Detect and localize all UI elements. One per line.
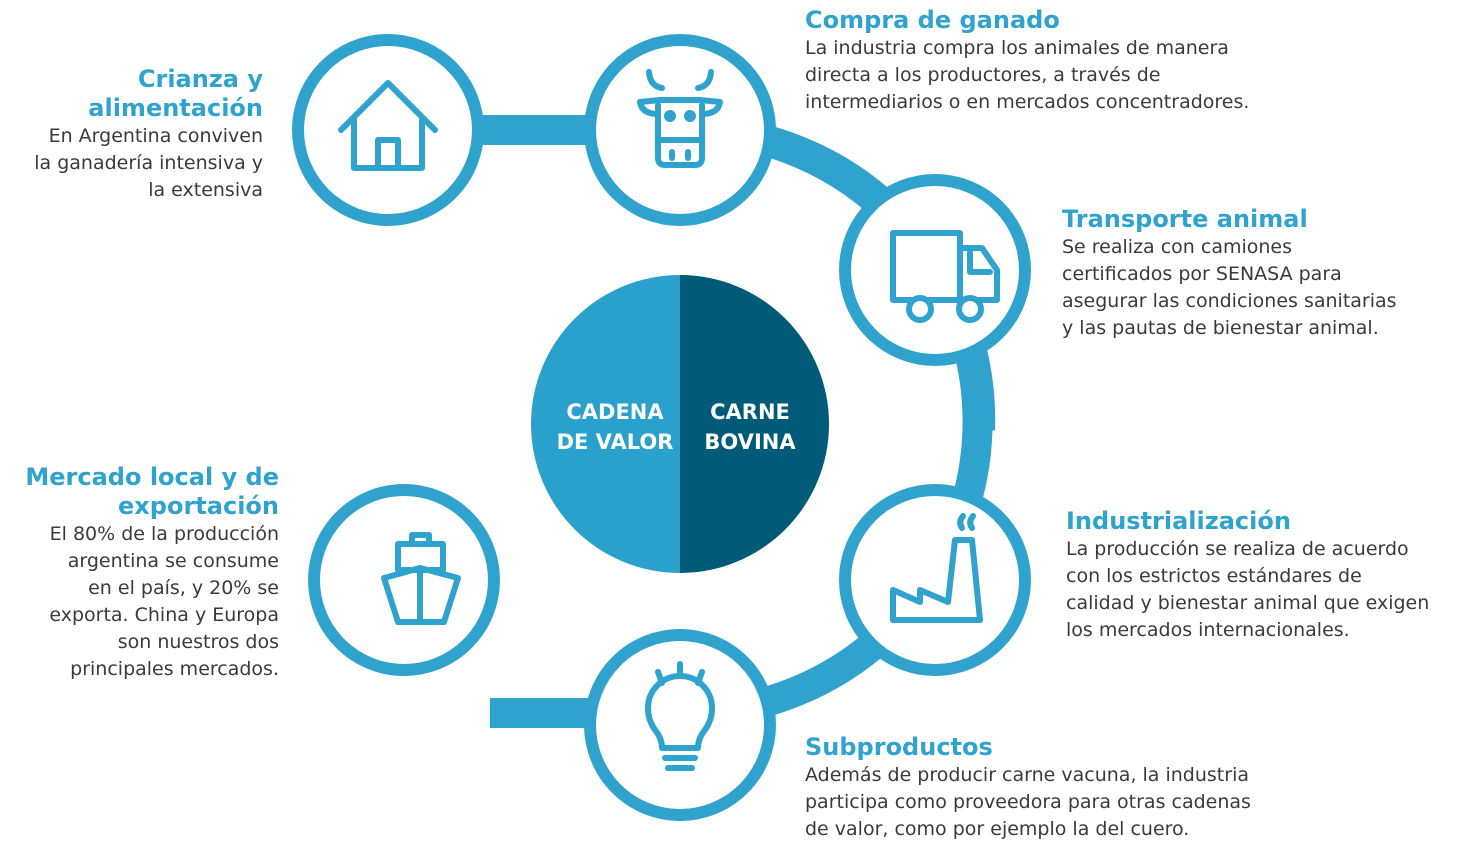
stage-title: Compra de ganado [805, 6, 1060, 34]
stage-compra: Compra de ganado La industria compra los… [805, 6, 1365, 116]
center-half-right [680, 275, 829, 573]
truck-icon [890, 230, 1000, 323]
center-label-right: CARNE BOVINA [704, 400, 796, 454]
stage-description: El 80% de la producción argentina se con… [49, 523, 279, 680]
stage-crianza: Crianza y alimentación En Argentina conv… [0, 65, 263, 204]
stage-title: Crianza y alimentación [88, 65, 263, 122]
stage-title: Mercado local y de exportación [25, 463, 279, 520]
ship-icon [381, 532, 461, 625]
lightbulb-icon [645, 661, 715, 771]
center-label-left: CADENA DE VALOR [556, 400, 674, 454]
node-compra [584, 34, 776, 226]
stage-transporte: Transporte animal Se realiza con camione… [1062, 205, 1472, 342]
node-subproductos [584, 629, 776, 821]
stage-description: Además de producir carne vacuna, la indu… [805, 764, 1251, 840]
node-mercado [308, 484, 500, 676]
stage-description: La producción se realiza de acuerdo con … [1066, 538, 1430, 641]
stage-mercado: Mercado local y de exportación El 80% de… [0, 463, 279, 683]
factory-icon [890, 513, 983, 623]
stage-description: Se realiza con camiones certificados por… [1062, 236, 1397, 339]
house-icon [338, 80, 438, 171]
stage-title: Transporte animal [1062, 205, 1308, 233]
stage-description: La industria compra los animales de mane… [805, 37, 1250, 113]
stage-title: Subproductos [805, 733, 993, 761]
center-half-left [531, 275, 680, 573]
stage-subproductos: Subproductos Además de producir carne va… [805, 733, 1365, 843]
stage-description: En Argentina conviven la ganadería inten… [34, 125, 263, 201]
stage-industrializacion: Industrialización La producción se reali… [1066, 507, 1476, 644]
node-crianza [292, 34, 484, 226]
stage-title: Industrialización [1066, 507, 1291, 535]
center-circle [531, 275, 829, 573]
node-industrializacion [839, 484, 1031, 676]
cow-icon [637, 69, 723, 168]
